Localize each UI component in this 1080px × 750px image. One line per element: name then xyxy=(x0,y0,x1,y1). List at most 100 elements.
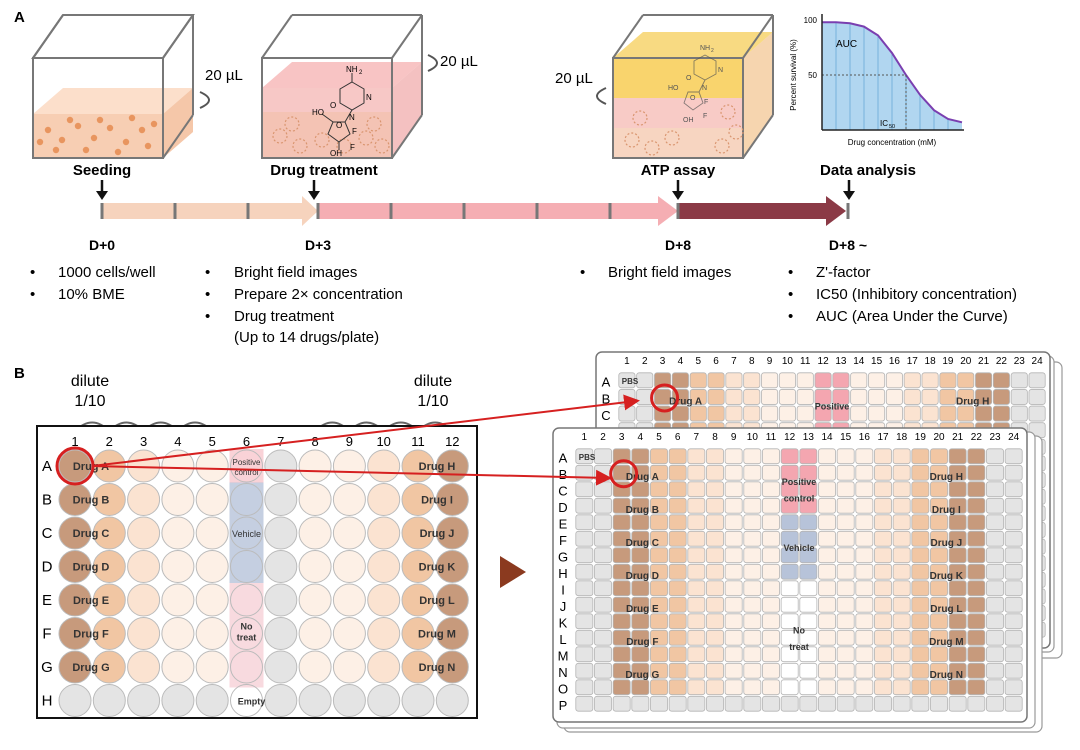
column-label: 15 xyxy=(871,356,883,367)
well xyxy=(58,449,92,483)
well xyxy=(911,514,930,531)
column-label: 11 xyxy=(800,356,811,367)
well xyxy=(780,563,799,580)
well xyxy=(743,448,762,465)
row-label: F xyxy=(42,626,51,643)
well xyxy=(874,481,892,498)
positive-label: Positive xyxy=(782,477,817,487)
well xyxy=(967,662,986,679)
timeline-tick xyxy=(246,203,250,219)
row-label: H xyxy=(558,566,567,581)
well xyxy=(743,372,761,389)
well xyxy=(298,583,332,617)
well xyxy=(706,580,724,597)
timeline-tick xyxy=(316,203,320,219)
row-label: H xyxy=(42,693,53,710)
column-label: 7 xyxy=(694,432,700,443)
well xyxy=(903,389,921,405)
well xyxy=(992,389,1010,405)
well xyxy=(575,448,594,465)
well xyxy=(799,679,818,696)
column-label: 17 xyxy=(877,432,889,443)
well xyxy=(689,405,707,422)
well xyxy=(1004,646,1023,663)
column-label: 15 xyxy=(840,432,852,443)
well xyxy=(575,563,594,580)
well xyxy=(930,530,948,547)
well xyxy=(1004,530,1023,547)
well xyxy=(885,405,903,422)
cell-dot xyxy=(144,142,152,150)
drug-label-right: Drug N xyxy=(930,670,963,681)
well xyxy=(967,695,986,712)
well xyxy=(948,481,967,498)
well xyxy=(707,389,725,405)
column-label: 19 xyxy=(915,432,927,443)
well xyxy=(612,695,631,712)
well xyxy=(832,389,850,405)
organoid-dot xyxy=(714,138,730,154)
bullet-text: AUC (Area Under the Curve) xyxy=(816,308,1008,325)
well xyxy=(264,550,298,583)
well xyxy=(892,613,911,630)
column-label: 21 xyxy=(978,356,990,367)
well xyxy=(780,580,799,597)
panel-a-letter: A xyxy=(14,9,25,26)
well xyxy=(725,405,743,422)
notreat-label: No xyxy=(793,626,805,636)
well xyxy=(855,497,874,514)
well xyxy=(930,580,948,597)
cell-dot xyxy=(106,124,114,132)
molecule-n2: N xyxy=(349,113,355,122)
drug-label-left: Drug A xyxy=(626,472,659,483)
drug-label-right: Drug K xyxy=(419,562,456,574)
well xyxy=(836,629,855,646)
column-label: 6 xyxy=(675,432,681,443)
well xyxy=(892,629,911,646)
bullet-text: (Up to 14 drugs/plate) xyxy=(234,329,379,346)
molecule2-o2: O xyxy=(690,95,696,102)
well xyxy=(874,514,892,531)
well xyxy=(818,497,836,514)
timeline-tick xyxy=(608,203,612,219)
well xyxy=(1028,372,1046,389)
y-axis-label: Percent survival (%) xyxy=(789,39,798,111)
well xyxy=(903,405,921,422)
well xyxy=(631,481,650,498)
well xyxy=(885,372,903,389)
well xyxy=(58,583,92,617)
well xyxy=(612,596,631,613)
well xyxy=(818,580,836,597)
drug-label-left: Drug B xyxy=(73,495,110,507)
well xyxy=(761,389,779,405)
well xyxy=(818,547,836,564)
stage-data-analysis: Data analysis xyxy=(820,162,916,179)
column-label: 6 xyxy=(243,434,250,449)
molecule-n1: N xyxy=(366,93,372,102)
well xyxy=(762,629,780,646)
svg-text:•: • xyxy=(205,286,210,303)
well xyxy=(668,629,687,646)
well xyxy=(367,483,401,516)
column-label: 4 xyxy=(638,432,644,443)
well xyxy=(836,580,855,597)
well xyxy=(594,679,612,696)
well xyxy=(195,516,229,550)
column-label: 16 xyxy=(889,356,901,367)
column-label: 1 xyxy=(624,356,630,367)
well xyxy=(911,563,930,580)
organoid-dot xyxy=(644,140,660,156)
drug-label-right: Drug H xyxy=(956,396,989,407)
well xyxy=(230,550,263,583)
day-d3: D+3 xyxy=(305,237,331,253)
well xyxy=(687,547,706,564)
row-label: C xyxy=(601,408,610,423)
well xyxy=(762,497,780,514)
well xyxy=(161,550,195,583)
row-label: K xyxy=(559,616,568,631)
drug-label-right: Drug H xyxy=(419,461,456,473)
well xyxy=(706,481,724,498)
well xyxy=(780,613,799,630)
well xyxy=(780,481,799,498)
well xyxy=(161,617,195,650)
